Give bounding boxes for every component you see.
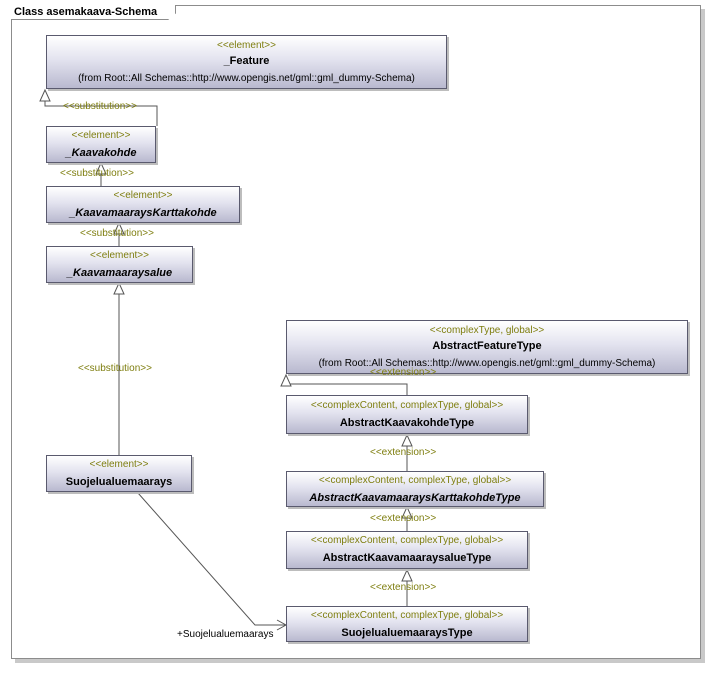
class-suojelualuemaarays-type[interactable]: <<complexContent, complexType, global>> …	[286, 606, 528, 642]
stereotype-label: <<element>>	[113, 190, 173, 201]
edge-label-extension: <<extension>>	[370, 367, 437, 378]
stereotype-label: <<complexType, global>>	[429, 325, 545, 336]
generalization-arrowhead	[113, 221, 125, 235]
edge-label-extension: <<extension>>	[370, 582, 437, 593]
class-name: SuojelualuemaaraysType	[341, 627, 473, 639]
stereotype-label: <<element>>	[217, 40, 276, 51]
class-abstract-feature-type[interactable]: <<complexType, global>> AbstractFeatureT…	[286, 320, 688, 374]
class-name: AbstractKaavamaaraysalueType	[322, 552, 492, 564]
stereotype-label: <<complexContent, complexType, global>>	[318, 475, 512, 486]
class-name: AbstractFeatureType	[432, 340, 542, 352]
stereotype-label: <<complexContent, complexType, global>>	[310, 610, 504, 621]
class-name: AbstractKaavamaaraysKarttakohdeType	[309, 492, 521, 504]
generalization-arrowhead	[280, 373, 292, 387]
substitution-edge-kaavakohde-feature	[44, 100, 158, 126]
class-name: _Kaavamaaraysalue	[66, 267, 173, 279]
edge-label-substitution: <<substitution>>	[80, 228, 154, 239]
class-abstract-kaavakohde-type[interactable]: <<complexContent, complexType, global>> …	[286, 395, 528, 434]
class-suojelualuemaarays[interactable]: <<element>> Suojelualuemaarays	[46, 455, 192, 492]
class-abstract-karttakohde-type[interactable]: <<complexContent, complexType, global>> …	[286, 471, 544, 507]
stereotype-label: <<element>>	[89, 459, 149, 470]
class-name: Suojelualuemaarays	[65, 476, 173, 488]
class-abstract-alue-type[interactable]: <<complexContent, complexType, global>> …	[286, 531, 528, 569]
stereotype-label: <<element>>	[71, 130, 131, 141]
class-kaavamaarays-karttakohde[interactable]: <<element>> _KaavamaaraysKarttakohde	[46, 186, 240, 223]
generalization-arrowhead	[401, 433, 413, 447]
package-path: (from Root::All Schemas::http://www.open…	[318, 358, 656, 369]
class-kaavakohde[interactable]: <<element>> _Kaavakohde	[46, 126, 156, 163]
edge-label-extension: <<extension>>	[370, 513, 437, 524]
stereotype-label: <<element>>	[90, 250, 149, 261]
generalization-arrowhead	[95, 161, 107, 175]
class-name: _Kaavakohde	[65, 147, 137, 159]
generalization-arrowhead	[113, 281, 125, 295]
generalization-arrowhead	[39, 88, 51, 102]
generalization-arrowhead	[401, 505, 413, 519]
generalization-arrowhead	[401, 568, 413, 582]
class-kaavamaaraysalue[interactable]: <<element>> _Kaavamaaraysalue	[46, 246, 193, 283]
stereotype-label: <<complexContent, complexType, global>>	[310, 400, 504, 411]
edge-label-substitution: <<substitution>>	[60, 168, 134, 179]
association-edge-suojelu-type	[137, 492, 286, 626]
edge-label-extension: <<extension>>	[370, 447, 437, 458]
association-role-label: +Suojelualuemaarays	[177, 629, 274, 640]
class-name: _KaavamaaraysKarttakohde	[69, 207, 217, 219]
stereotype-label: <<complexContent, complexType, global>>	[310, 535, 504, 546]
class-feature[interactable]: <<element>> _Feature (from Root::All Sch…	[46, 35, 447, 89]
edge-label-substitution: <<substitution>>	[78, 363, 152, 374]
class-name: _Feature	[223, 55, 270, 67]
package-path: (from Root::All Schemas::http://www.open…	[78, 73, 415, 84]
extension-edge-kaavakohde-feature	[285, 383, 408, 395]
class-name: AbstractKaavakohdeType	[339, 417, 475, 429]
edge-label-substitution: <<substitution>>	[63, 101, 137, 112]
diagram-title: Class asemakaava-Schema	[11, 5, 176, 20]
